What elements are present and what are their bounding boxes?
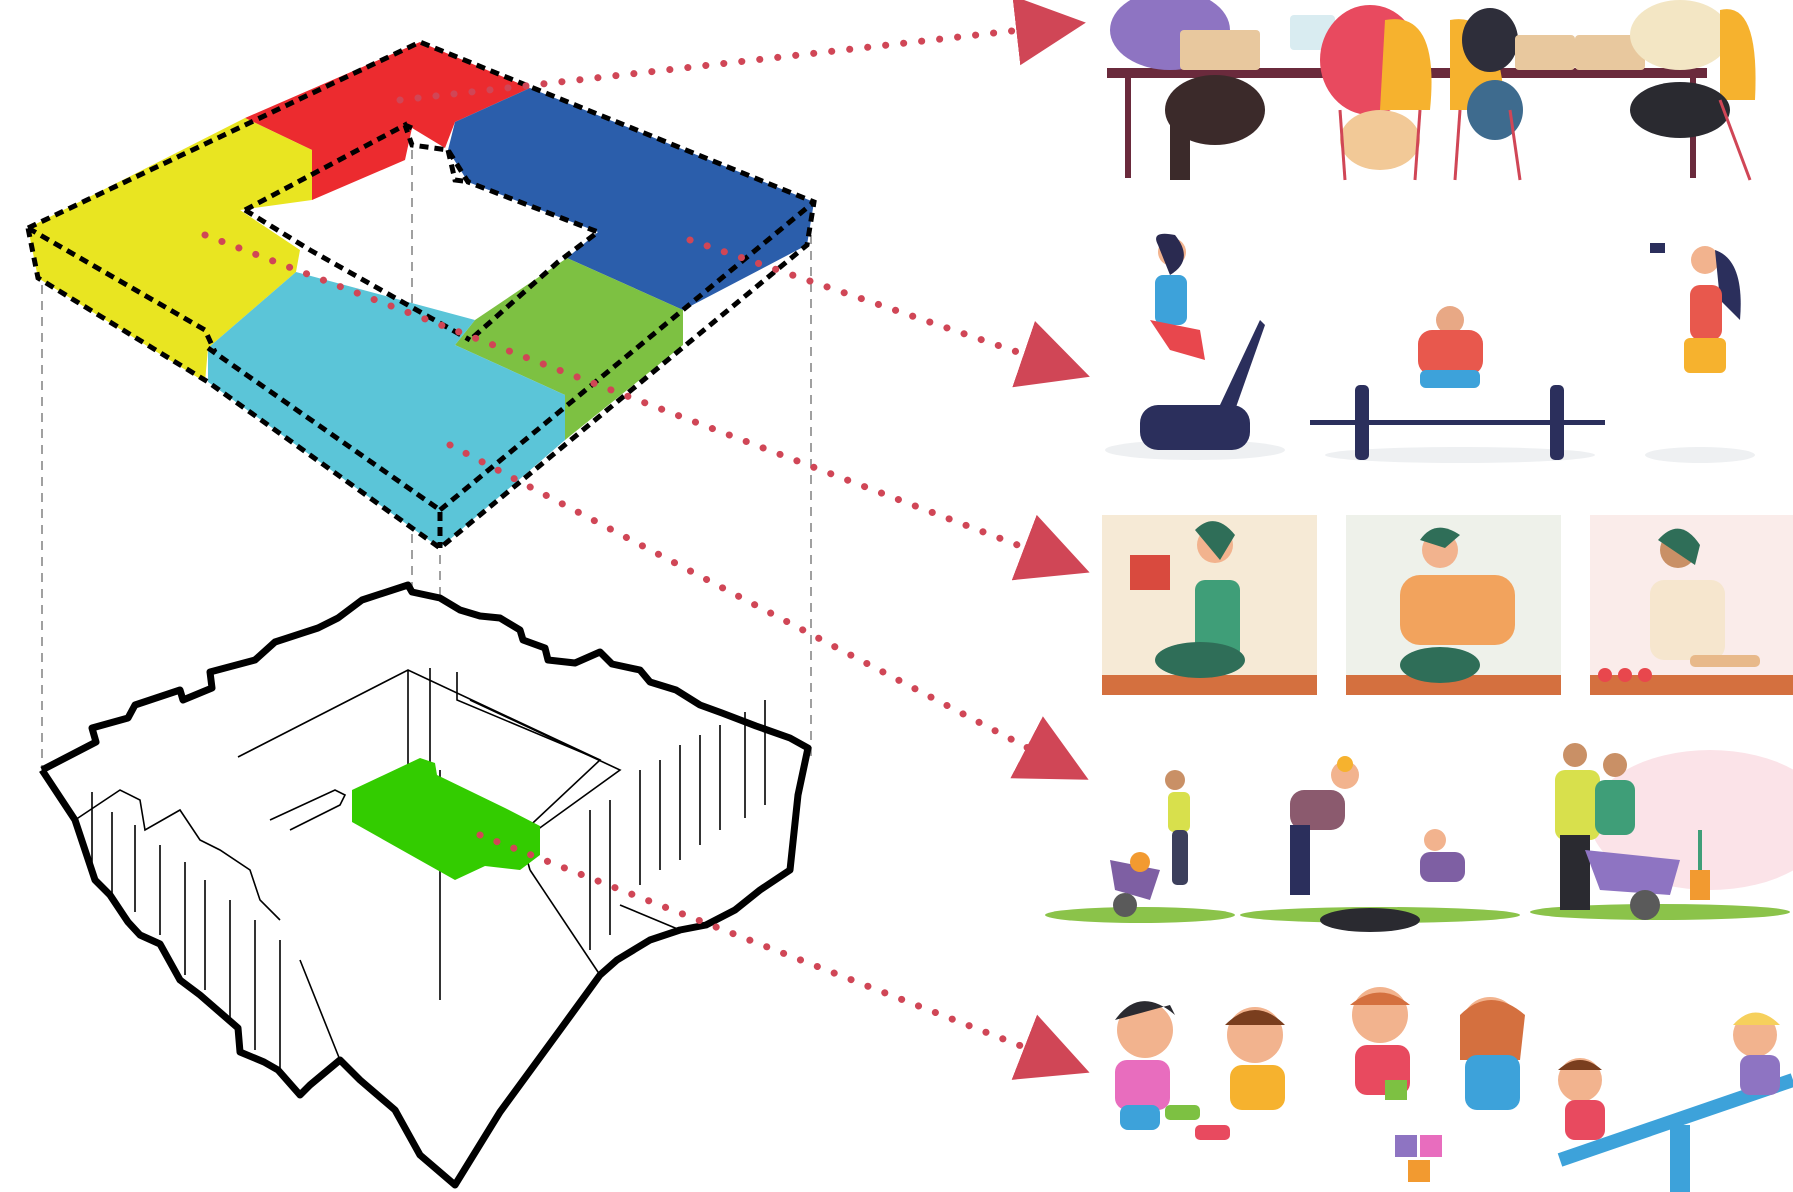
people-cooking-icon	[1102, 515, 1793, 695]
people-at-desk-icon	[1107, 0, 1756, 181]
zone-blue	[448, 88, 814, 310]
program-ring	[25, 39, 817, 552]
illustration-children	[1115, 987, 1793, 1192]
illustration-office	[1107, 0, 1756, 181]
building-body	[42, 588, 808, 1185]
arrow-fitness	[686, 236, 1090, 388]
people-exercising-icon	[1105, 233, 1755, 463]
courtyard-green	[352, 758, 540, 880]
arrow-office	[396, 0, 1086, 104]
connector-arrows	[201, 0, 1090, 1080]
people-gardening-icon	[1045, 743, 1793, 932]
illustration-fitness	[1105, 233, 1755, 463]
illustration-gardening	[1045, 743, 1793, 932]
zone-yellow	[28, 118, 312, 382]
zone-red	[245, 42, 530, 200]
arrow-children	[476, 831, 1090, 1080]
illustration-cooking	[1102, 515, 1793, 695]
children-playing-icon	[1115, 987, 1793, 1192]
building-massing	[39, 581, 812, 1189]
building-outline	[39, 581, 812, 1189]
